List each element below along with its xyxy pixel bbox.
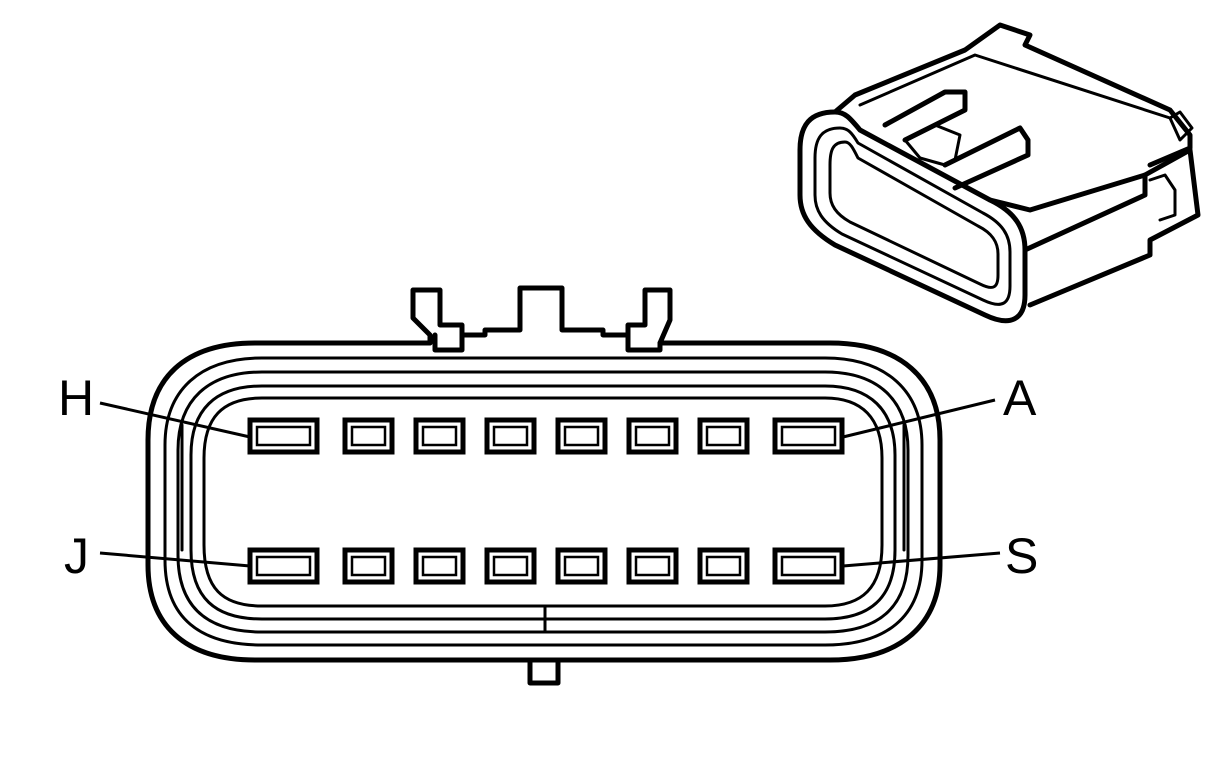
pin-cavity-inner (634, 425, 671, 447)
pin-cavity-inner (780, 425, 837, 447)
label-h: H (58, 370, 94, 426)
iso-front-cavity (828, 140, 1000, 289)
pin-cavity-inner (421, 555, 458, 577)
iso-ridge-1 (882, 89, 968, 143)
pin-cavity-outline (772, 417, 845, 455)
pin-cavity (555, 547, 608, 585)
pin-cavity (555, 417, 608, 455)
pin-cavity-outline (772, 547, 845, 585)
pin-cavity (413, 417, 466, 455)
cavity-outer (176, 370, 910, 634)
pin-cavity-inner (780, 555, 837, 577)
leader-s (842, 551, 1001, 568)
pin-cavity (697, 417, 750, 455)
pin-cavity (626, 417, 679, 455)
label-a: A (1003, 370, 1037, 426)
connector-isometric-view (797, 22, 1201, 324)
pin-cavity-outline (247, 547, 320, 585)
latch-key (459, 285, 631, 338)
pin-cavity-inner (350, 555, 387, 577)
iso-band (987, 172, 1148, 213)
bottom-key (527, 657, 561, 686)
pin-cavity-inner (255, 425, 312, 447)
leader-lines (99, 398, 1001, 568)
pin-cavity (772, 547, 845, 585)
housing-inner-rim (163, 356, 924, 647)
pin-cavity-inner (350, 425, 387, 447)
iso-top (832, 22, 1193, 168)
iso-side-detail (1148, 173, 1177, 222)
leader-h (99, 401, 251, 439)
pin-cavity-inner (421, 425, 458, 447)
leader-a (842, 398, 996, 439)
iso-top-rail (858, 53, 1172, 120)
pin-cavity (484, 547, 537, 585)
pin-cavity-inner (705, 555, 742, 577)
cavity-floor (202, 396, 884, 608)
pin-cavity-inner (255, 555, 312, 577)
latch-left (410, 287, 465, 353)
pin-cavity (342, 417, 395, 455)
pin-cavity-inner (492, 425, 529, 447)
iso-side (1022, 147, 1201, 308)
pin-cavity-inner (563, 425, 600, 447)
pin-cavities (247, 417, 845, 585)
iso-front-outer (797, 109, 1028, 324)
iso-latch (903, 123, 962, 167)
connector-face (145, 285, 943, 686)
housing-outline (145, 340, 943, 663)
latch-right (625, 287, 673, 353)
label-j: J (64, 528, 89, 584)
label-s: S (1005, 528, 1038, 584)
pin-cavity-outline (247, 417, 320, 455)
leader-j (99, 551, 251, 568)
pin-cavity (626, 547, 679, 585)
iso-ridge-2 (942, 125, 1031, 191)
pin-cavity-inner (492, 555, 529, 577)
pin-cavity-inner (634, 555, 671, 577)
pin-cavity-inner (705, 425, 742, 447)
pin-cavity (772, 417, 845, 455)
pin-cavity-inner (563, 555, 600, 577)
pin-cavity (247, 547, 320, 585)
pin-cavity (413, 547, 466, 585)
iso-tab (1168, 110, 1194, 142)
pin-cavity (697, 547, 750, 585)
pin-cavity (247, 417, 320, 455)
iso-front-inner (813, 126, 1012, 306)
pin-cavity (484, 417, 537, 455)
pin-cavity (342, 547, 395, 585)
